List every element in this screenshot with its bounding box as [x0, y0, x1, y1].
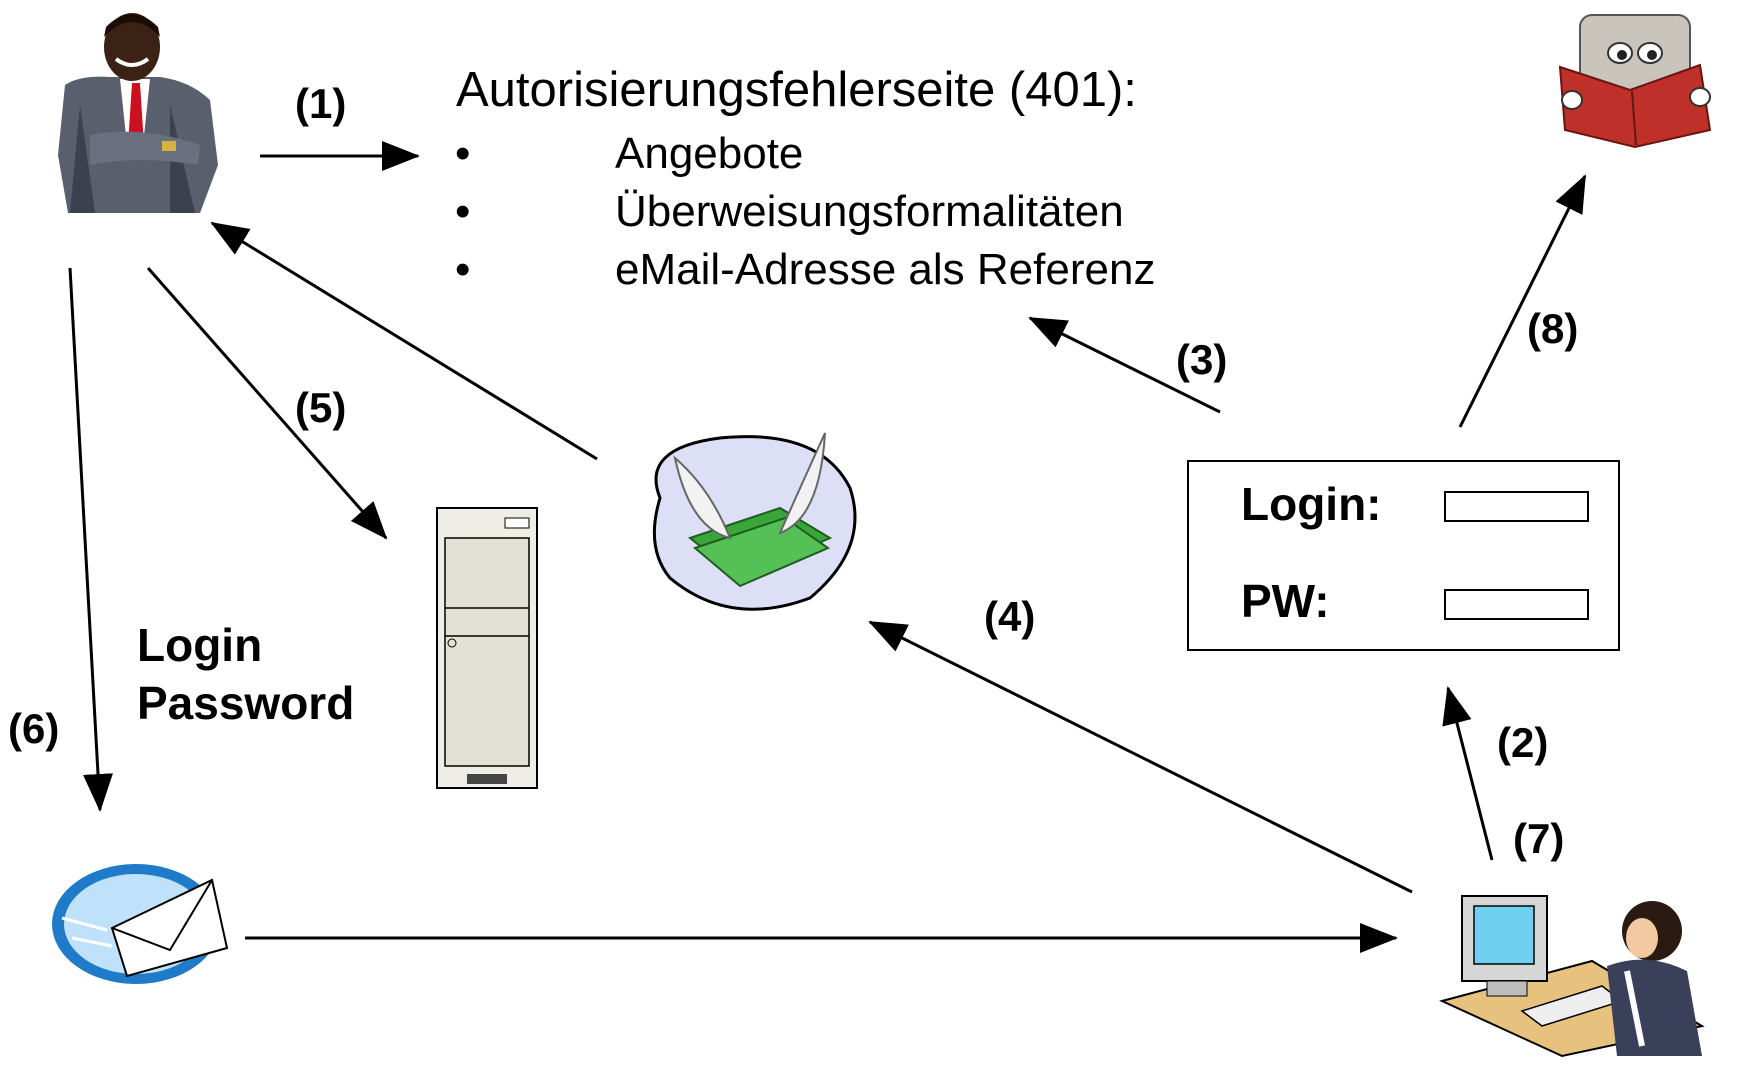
step-label-2: (2)	[1497, 719, 1549, 766]
bullet-marker: •	[455, 129, 471, 178]
server-tower-icon	[436, 507, 538, 789]
arrows	[68, 141, 1587, 953]
login-field[interactable]	[1444, 491, 1589, 522]
credential-login: Login	[137, 619, 263, 671]
error-page-title: Autorisierungsfehlerseite (401):	[456, 63, 1137, 117]
arrow-money-to-user	[210, 221, 598, 461]
computer-user-icon	[1439, 895, 1705, 1058]
login-label: Login:	[1241, 478, 1382, 530]
bullet-marker: •	[455, 187, 471, 236]
money-wings-icon	[652, 432, 857, 611]
step-label-6: (6)	[8, 705, 60, 752]
step-label-1: (1)	[295, 80, 347, 127]
step-label-5: (5)	[295, 384, 347, 431]
error-page-item: Überweisungsformalitäten	[615, 187, 1124, 236]
error-page-item: Angebote	[615, 129, 804, 178]
step-label-7: (7)	[1513, 815, 1565, 862]
step-label-8: (8)	[1527, 305, 1579, 352]
bullet-marker: •	[455, 245, 471, 294]
arrow-step-6	[68, 267, 113, 812]
arrow-step-4	[868, 620, 1413, 894]
step-label-4: (4)	[984, 593, 1036, 640]
arrow-step-3	[1028, 316, 1221, 414]
email-icon	[52, 864, 229, 984]
error-page-item: eMail-Adresse als Referenz	[615, 245, 1156, 294]
pw-label: PW:	[1241, 575, 1330, 627]
arrow-step-2	[1442, 686, 1494, 861]
businessman-icon	[58, 13, 218, 213]
arrow-step-5	[146, 267, 388, 540]
reader-icon	[1558, 14, 1712, 149]
arrow-step-8	[1458, 174, 1587, 428]
login-form: Login: PW:	[1187, 460, 1620, 651]
step-label-3: (3)	[1176, 336, 1228, 383]
pw-field[interactable]	[1444, 589, 1589, 620]
credential-password: Password	[137, 677, 355, 729]
